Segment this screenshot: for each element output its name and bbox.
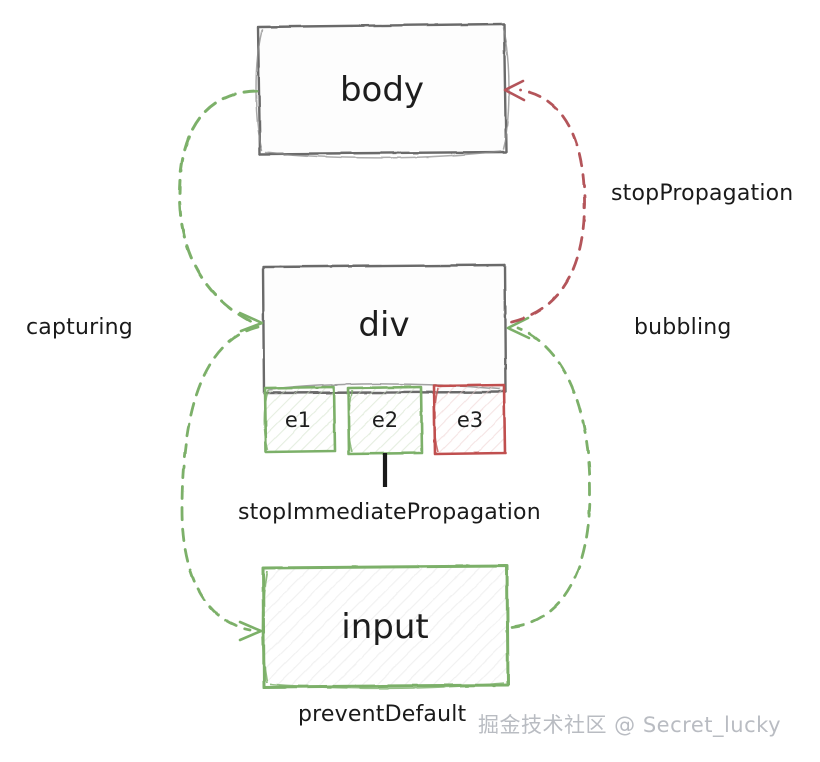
edge-label-capturing: capturing (26, 315, 133, 340)
node-body (255, 22, 510, 159)
edge-capturing-body-to-div (178, 89, 264, 333)
node-label-e1: e1 (284, 408, 312, 432)
node-label-input: input (341, 607, 429, 647)
node-input (261, 564, 510, 690)
annotation-prevent-default: preventDefault (298, 702, 467, 727)
edge-bubbling-input-to-div (506, 316, 592, 629)
node-e1 (263, 385, 337, 454)
edge-label-bubbling: bubbling (634, 315, 732, 340)
edge-bubbling-div-to-body (503, 79, 586, 324)
edge-capturing-div-to-input (180, 325, 263, 642)
node-label-body: body (339, 70, 425, 110)
node-e3 (432, 383, 507, 456)
node-label-e3: e3 (456, 408, 484, 432)
node-label-e2: e2 (371, 408, 399, 432)
watermark: 掘金技术社区 @ Secret_lucky (478, 713, 782, 737)
node-label-div: div (358, 305, 410, 345)
annotation-stop-immediate-propagation: stopImmediatePropagation (238, 500, 541, 525)
annotation-stop-propagation: stopPropagation (611, 181, 794, 206)
node-e2 (346, 385, 424, 456)
